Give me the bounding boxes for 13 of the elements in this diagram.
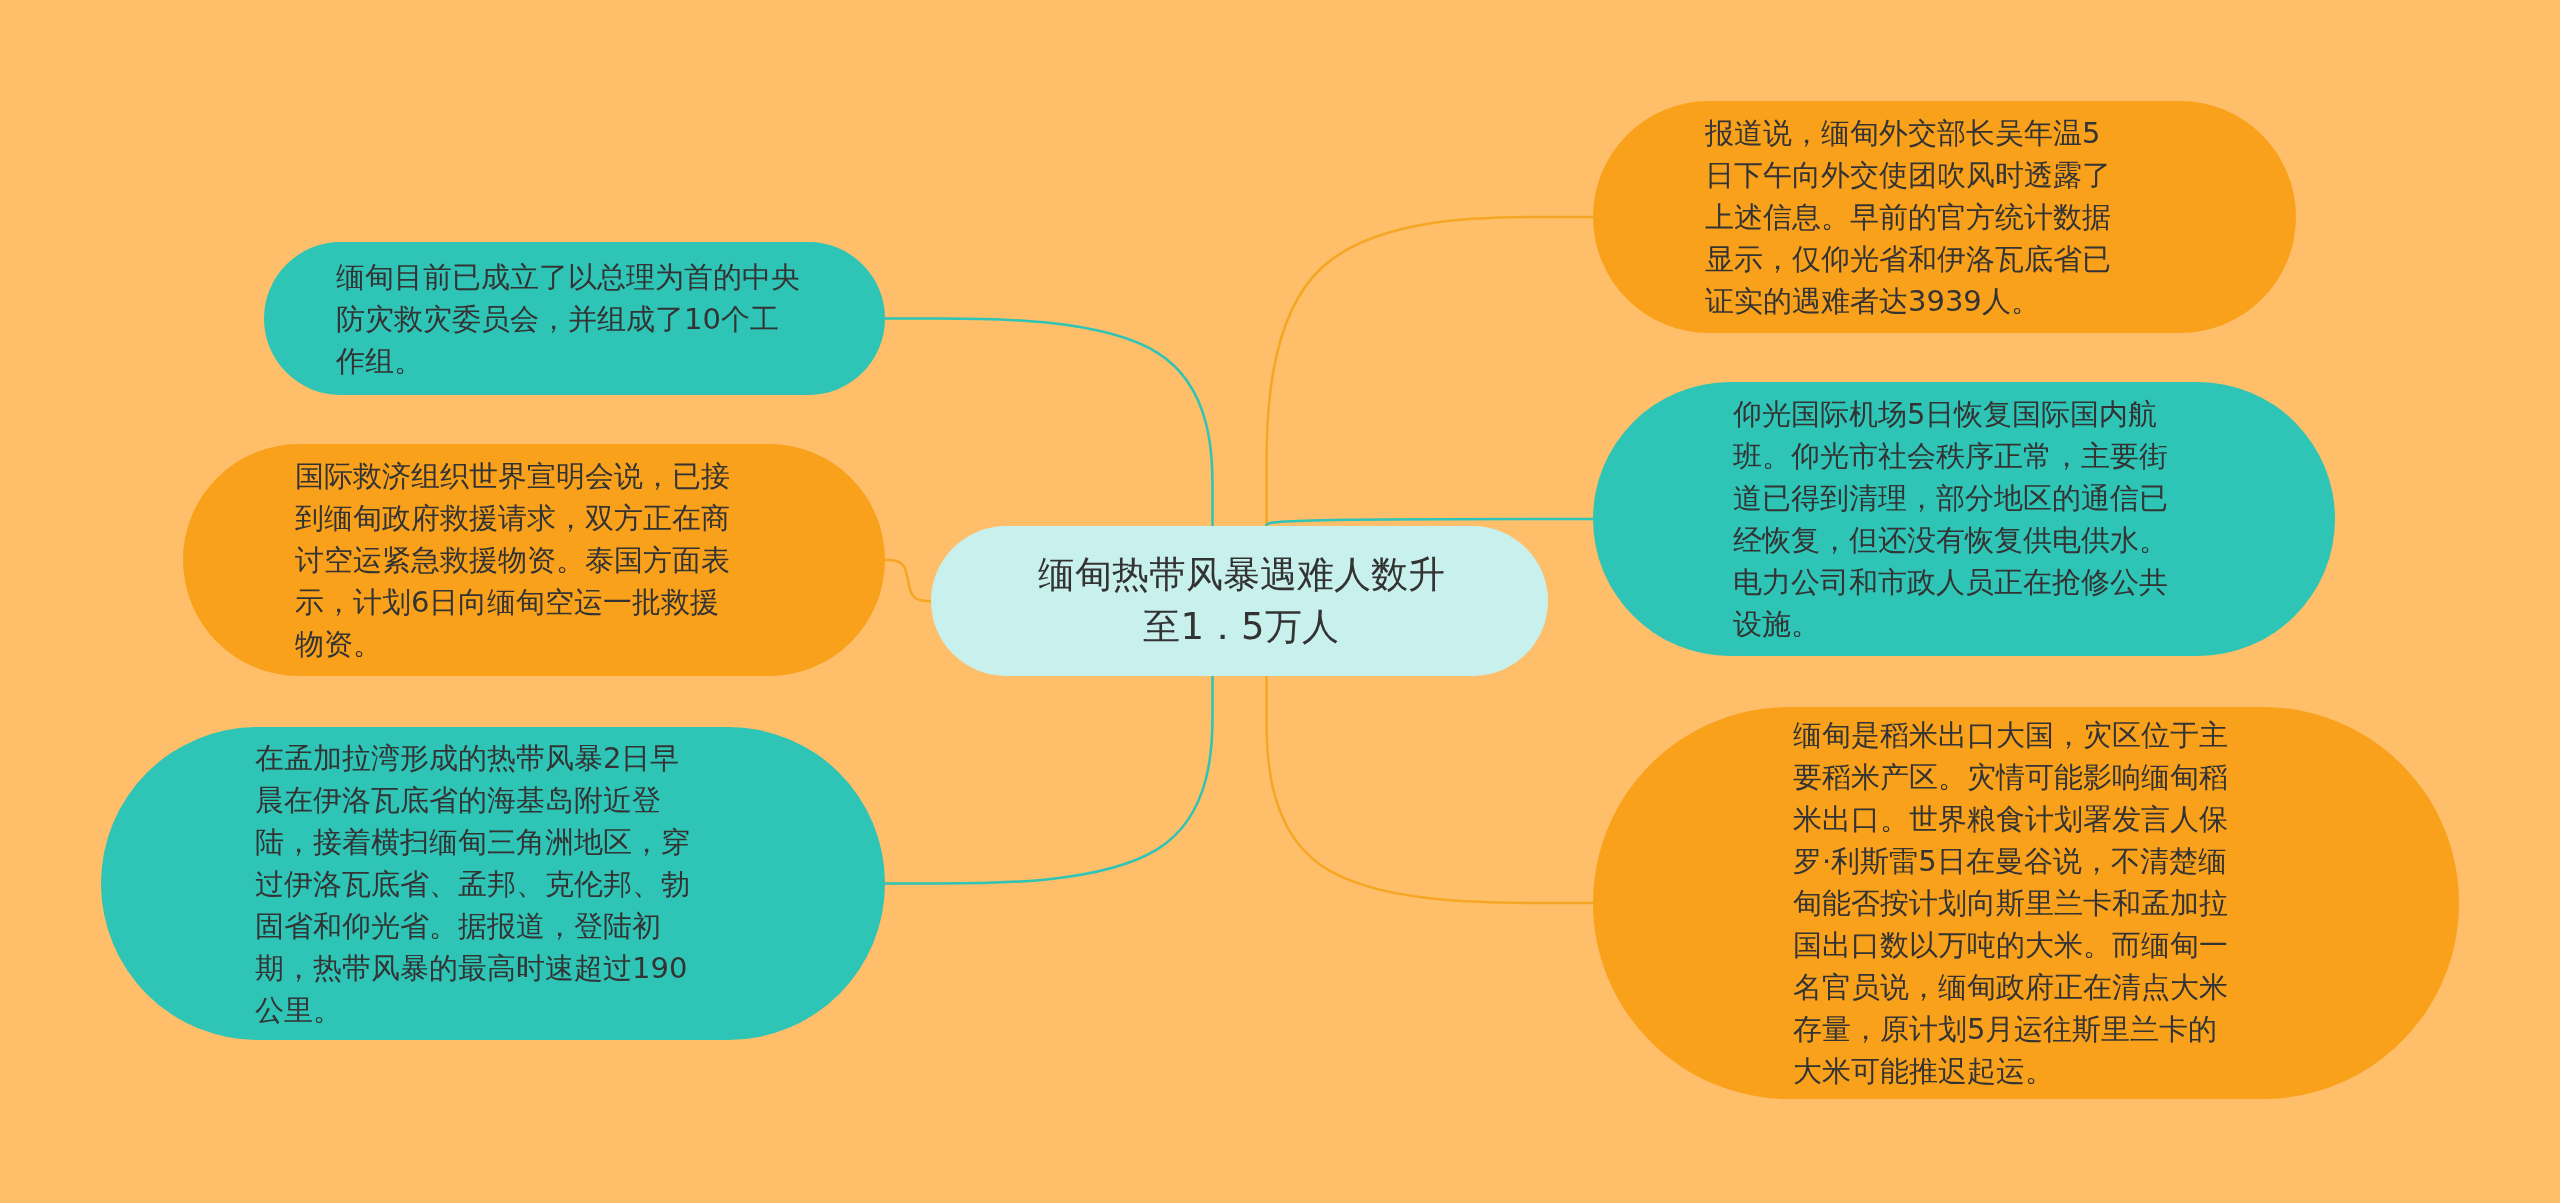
connector-line	[885, 317, 1214, 526]
connector-line	[885, 558, 931, 603]
topic-text: 缅甸是稻米出口大国，灾区位于主要稻米产区。灾情可能影响缅甸稻米出口。世界粮食计划署发言人保罗·利斯雷5日在曼谷说，不清楚缅甸能否按计划向斯里兰卡和孟加拉国出口数以万吨的大米。而缅甸一名官员说，缅甸政府正在清点大米存量，原计划5月运往斯里兰卡的大米可能推迟起运。	[1793, 717, 2229, 1090]
topic-text: 在孟加拉湾形成的热带风暴2日早晨在伊洛瓦底省的海基岛附近登陆，接着横扫缅甸三角洲地区，穿过伊洛瓦底省、孟邦、克伦邦、勃固省和仰光省。据报道，登陆初期，热带风暴的最高时速超过190公里。	[255, 739, 691, 1029]
topic-text: 仰光国际机场5日恢复国际国内航班。仰光市社会秩序正常，主要街道已得到清理，部分地区的通信已经恢复，但还没有恢复供电供水。电力公司和市政人员正在抢修公共设施。	[1733, 396, 2169, 643]
connector-line	[885, 676, 1214, 885]
topic-text: 报道说，缅甸外交部长吴年温5日下午向外交使团吹风时透露了上述信息。早前的官方统计数据显示，仅仰光省和伊洛瓦底省已证实的遇难者达3939人。	[1705, 115, 2112, 320]
connector-line	[1265, 517, 1593, 527]
topic-text: 缅甸热带风暴遇难人数升至1．5万人	[1036, 552, 1446, 650]
connector-line	[1265, 215, 1593, 526]
topic-text: 国际救济组织世界宣明会说，已接到缅甸政府救援请求，双方正在商讨空运紧急救援物资。泰国方面表示，计划6日向缅甸空运一批救援物资。	[295, 458, 731, 663]
connector-line	[1265, 676, 1593, 905]
topic-text: 缅甸目前已成立了以总理为首的中央防灾救灾委员会，并组成了10个工作组。	[336, 258, 801, 380]
